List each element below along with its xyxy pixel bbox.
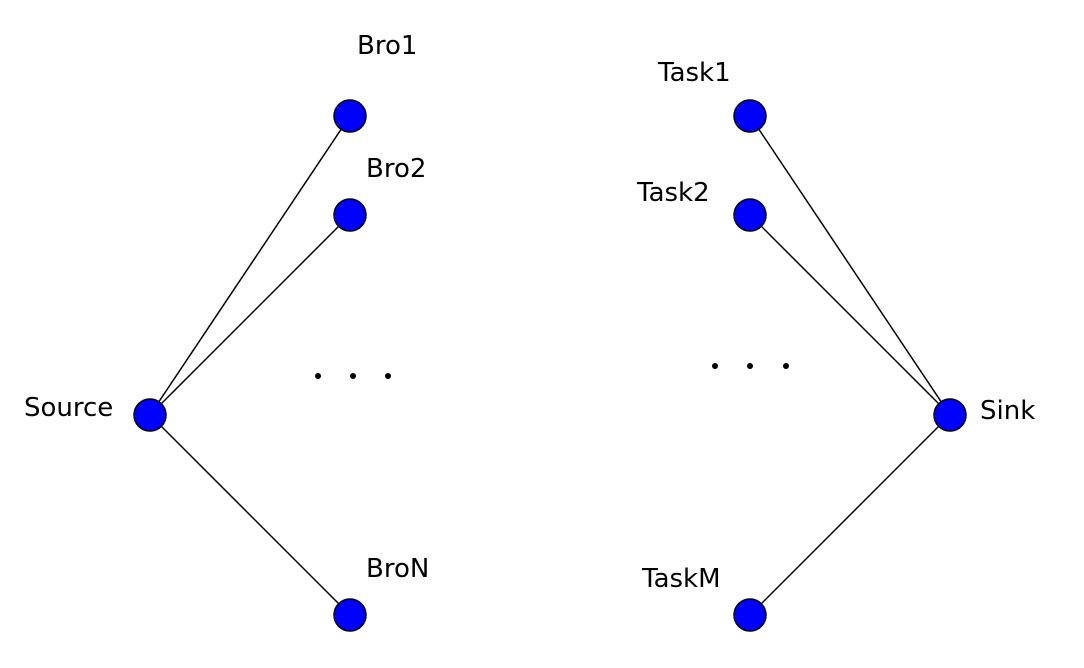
edge-taskm-sink [749,414,951,616]
edge-source-bro1 [149,115,351,416]
label-bro2: Bro2 [366,154,426,184]
label-source: Source [24,393,113,423]
label-bro1: Bro1 [357,31,417,61]
node-source [133,398,167,432]
label-taskm: TaskM [641,564,721,594]
node-task2 [733,198,767,232]
ellipsis-dot-left-1 [315,373,321,379]
node-bron [333,598,367,632]
edge-source-bro2 [149,214,351,416]
ellipsis-dot-right-3 [783,363,789,369]
ellipsis-dot-left-2 [350,373,356,379]
label-task2: Task2 [636,178,710,208]
ellipsis-dot-right-1 [712,363,718,369]
node-task1 [733,99,767,133]
label-task1: Task1 [657,58,731,88]
node-bro2 [333,198,367,232]
label-bron: BroN [366,554,429,584]
ellipsis-dot-left-3 [385,373,391,379]
edge-task1-sink [749,115,951,416]
label-sink: Sink [980,396,1035,426]
edge-task2-sink [749,214,951,416]
ellipsis-dot-right-2 [747,363,753,369]
node-bro1 [333,99,367,133]
edge-source-bron [149,414,351,616]
node-taskm [733,598,767,632]
node-sink [933,398,967,432]
